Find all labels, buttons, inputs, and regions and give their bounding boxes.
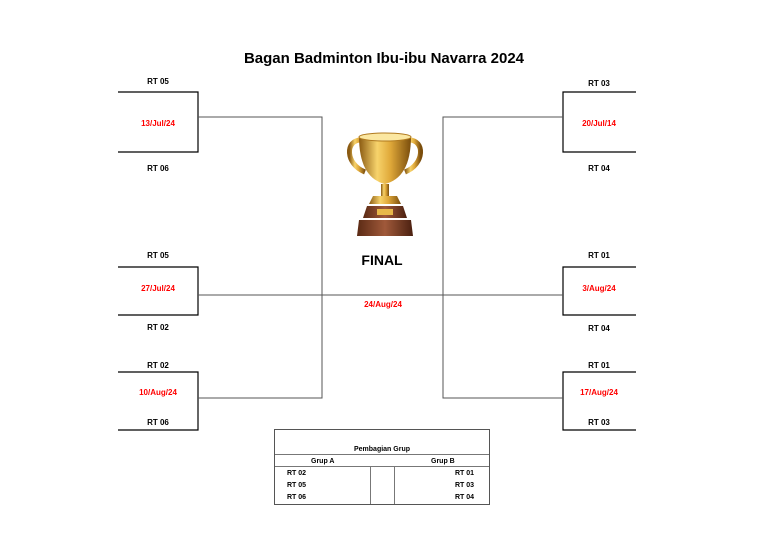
group-table-header-divider	[275, 466, 489, 467]
left-match-2-bracket	[118, 266, 199, 316]
right-match-3-top-team: RT 01	[588, 361, 610, 370]
left-match-2-bottom-team: RT 02	[147, 323, 169, 332]
group-a-team: RT 06	[287, 494, 307, 501]
group-table-separator-left	[370, 466, 371, 504]
left-match-3-bottom-team: RT 06	[147, 418, 169, 427]
left-match-1-top-team: RT 05	[147, 77, 169, 86]
right-match-2-date: 3/Aug/24	[582, 284, 616, 293]
right-match-2-bottom-team: RT 04	[588, 324, 610, 333]
final-label: FINAL	[361, 252, 403, 268]
left-match-3-top-team: RT 02	[147, 361, 169, 370]
group-b-team: RT 03	[455, 482, 475, 489]
page-title: Bagan Badminton Ibu-ibu Navarra 2024	[243, 50, 525, 67]
right-match-3-date: 17/Aug/24	[580, 388, 618, 397]
group-table-separator-right	[394, 466, 395, 504]
group-b-team: RT 04	[455, 494, 475, 501]
left-match-1-date: 13/Jul/24	[141, 119, 175, 128]
group-table-title: Pembagian Grup	[353, 446, 410, 453]
right-match-1-bottom-team: RT 04	[588, 164, 610, 173]
right-connector	[442, 116, 563, 399]
group-b-header: Grup B	[431, 458, 455, 465]
left-match-1-bracket	[118, 91, 199, 153]
left-match-2-top-team: RT 05	[147, 251, 169, 260]
left-match-3-bracket	[118, 371, 199, 431]
group-table: Pembagian Grup Grup A Grup B RT 02 RT 05…	[274, 429, 490, 505]
right-match-1-top-team: RT 03	[588, 79, 610, 88]
left-match-2-date: 27/Jul/24	[141, 284, 175, 293]
right-match-2-top-team: RT 01	[588, 251, 610, 260]
right-match-2-bracket	[562, 266, 636, 316]
right-match-1-bracket	[562, 91, 636, 153]
group-a-team: RT 05	[287, 482, 307, 489]
left-connector	[198, 116, 323, 399]
right-match-1-date: 20/Jul/14	[582, 119, 616, 128]
right-match-3-bottom-team: RT 03	[588, 418, 610, 427]
left-match-1-bottom-team: RT 06	[147, 164, 169, 173]
final-date: 24/Aug/24	[364, 300, 402, 309]
group-a-team: RT 02	[287, 470, 307, 477]
right-match-3-bracket	[562, 371, 636, 431]
group-table-divider	[275, 454, 489, 455]
left-match-3-date: 10/Aug/24	[139, 388, 177, 397]
trophy-icon	[347, 132, 423, 236]
group-a-header: Grup A	[311, 458, 335, 465]
group-b-team: RT 01	[455, 470, 475, 477]
